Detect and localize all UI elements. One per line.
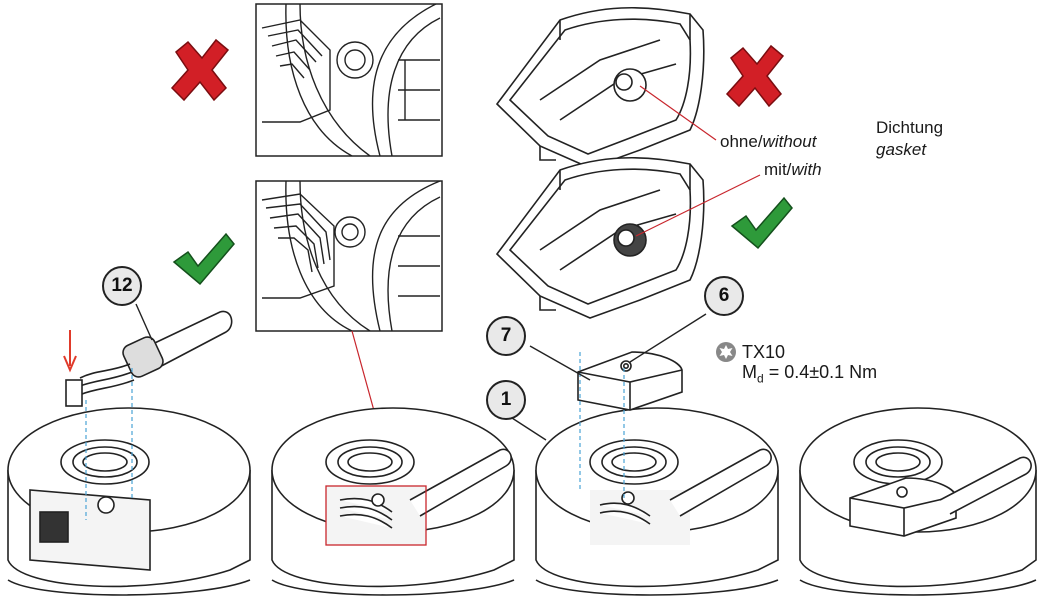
callout-12: 12 xyxy=(102,266,142,306)
label-with: mit/with xyxy=(764,160,822,180)
torque-symbol: M xyxy=(742,362,757,382)
cross-mark-icon xyxy=(170,38,230,102)
label-tool: TX10 xyxy=(742,342,786,362)
callout-leaders xyxy=(135,303,707,441)
cable-connector xyxy=(65,310,233,407)
cover-with-gasket xyxy=(495,156,705,319)
cover-without-gasket xyxy=(495,6,705,169)
encoder-1 xyxy=(7,407,251,596)
encoder-2 xyxy=(271,407,515,596)
label-torque: Md = 0.4±0.1 Nm xyxy=(742,362,877,389)
label-without: ohne/without xyxy=(720,132,816,152)
label-without-en: without xyxy=(762,132,817,151)
encoder-3 xyxy=(535,407,779,596)
torx-icon xyxy=(716,342,736,362)
callout-1: 1 xyxy=(486,380,526,420)
check-mark-icon xyxy=(172,232,235,286)
cross-mark-icon xyxy=(725,44,785,108)
detail-highlight-box xyxy=(325,485,427,546)
callout-6: 6 xyxy=(704,276,744,316)
label-without-de: ohne/ xyxy=(720,132,763,151)
label-gasket-en: gasket xyxy=(876,140,927,159)
torque-value: = 0.4±0.1 Nm xyxy=(768,362,878,382)
callout-7: 7 xyxy=(486,316,526,356)
detail-box-correct xyxy=(255,180,443,332)
torque-subscript: d xyxy=(757,371,764,386)
cover-part-7 xyxy=(577,351,683,411)
encoder-4 xyxy=(799,407,1037,596)
down-arrow-icon xyxy=(63,330,77,373)
check-mark-icon xyxy=(730,196,793,250)
detail-box-wrong xyxy=(255,3,443,157)
label-with-de: mit/ xyxy=(764,160,792,179)
label-gasket-de: Dichtung xyxy=(876,118,944,137)
label-with-en: with xyxy=(791,160,822,179)
